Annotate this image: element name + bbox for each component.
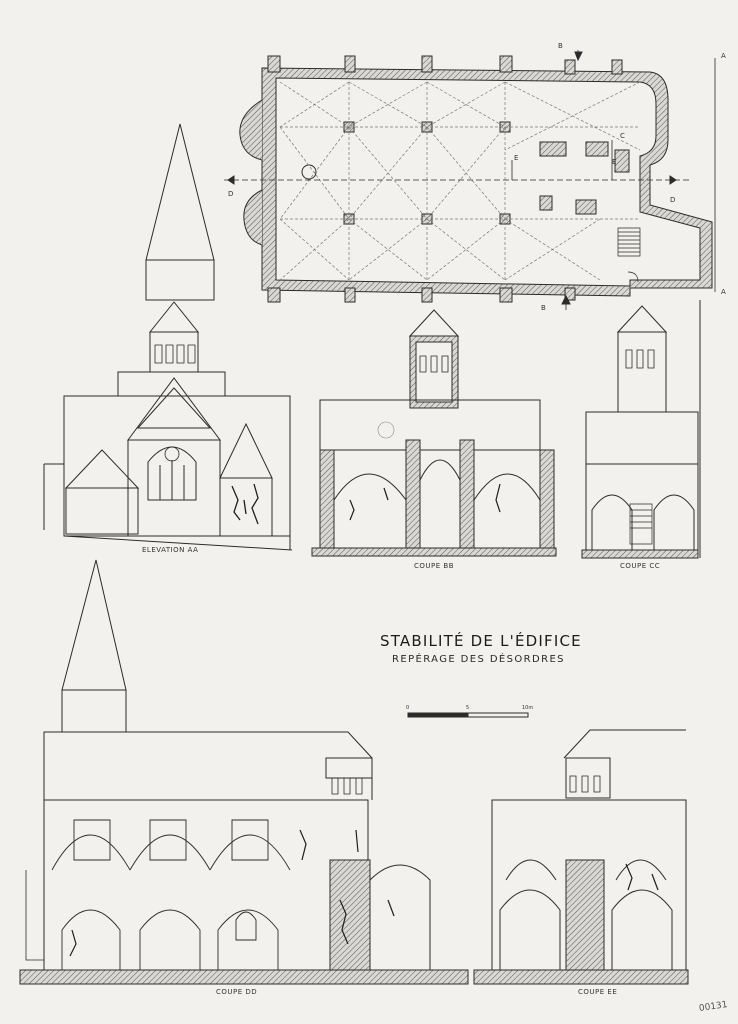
scale-bar: [408, 713, 528, 717]
coupe-ee-drawing: [474, 730, 688, 984]
sheet-subtitle: REPÉRAGE DES DÉSORDRES: [392, 654, 565, 665]
sheet-title: STABILITÉ DE L'ÉDIFICE: [380, 632, 582, 650]
marker-a-top: A: [721, 52, 727, 60]
label-elevation-aa: ELEVATION AA: [142, 546, 199, 554]
label-coupe-bb: COUPE BB: [414, 562, 454, 570]
marker-a-bottom: A: [721, 288, 727, 296]
label-coupe-ee: COUPE EE: [578, 988, 618, 996]
marker-b-top: B: [558, 42, 564, 50]
marker-e-left: E: [514, 154, 519, 162]
coupe-dd-drawing: [20, 560, 468, 984]
scale-end: 10m: [522, 705, 534, 711]
label-coupe-dd: COUPE DD: [216, 988, 258, 996]
scale-mid: 5: [466, 705, 470, 711]
elevation-aa-drawing: [44, 124, 292, 550]
marker-e-right: E: [612, 158, 617, 166]
coupe-cc-drawing: [582, 300, 700, 558]
marker-c: C: [620, 132, 626, 140]
marker-d-left: D: [228, 190, 234, 198]
marker-b-bottom: B: [541, 304, 547, 312]
floor-plan: [224, 50, 715, 310]
marker-d-right: D: [670, 196, 676, 204]
scale-zero: 0: [406, 705, 410, 711]
coupe-bb-drawing: [312, 310, 556, 556]
label-coupe-cc: COUPE CC: [620, 562, 661, 570]
